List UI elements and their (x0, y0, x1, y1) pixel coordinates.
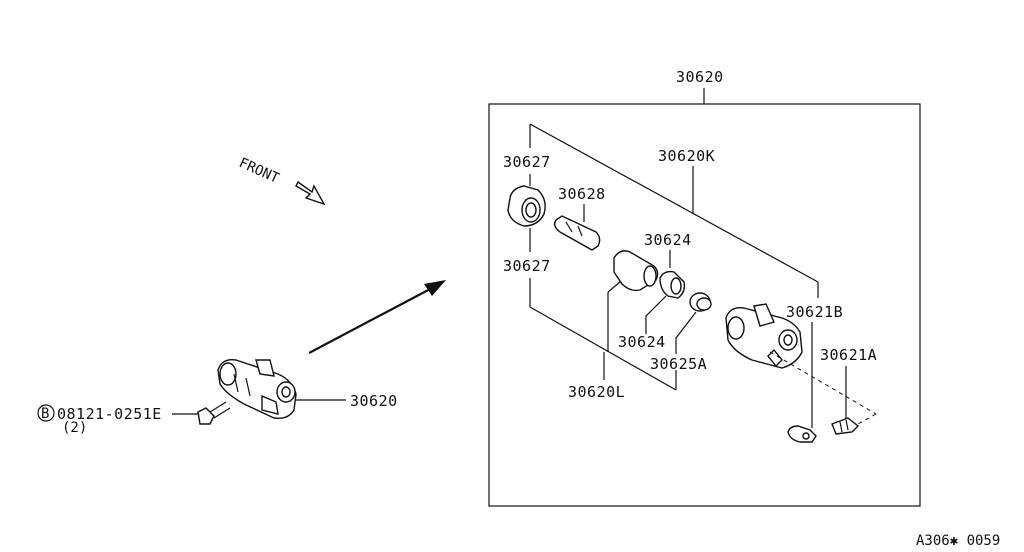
cup-seal-part (659, 270, 686, 299)
figure-code: A306✱ 0059 (916, 533, 1000, 547)
bolt-part (197, 401, 231, 425)
bleeder-cap-part (831, 417, 860, 435)
install-dash-2 (857, 413, 877, 425)
label-bolt: 08121-0251E (57, 405, 162, 423)
leader-cup-lower (645, 295, 667, 334)
label-bleeder: 30621B (786, 303, 843, 321)
label-kit-k: 30620K (658, 147, 715, 165)
spring-part (689, 292, 712, 312)
leader-spring (675, 311, 697, 354)
bolt-symbol-circle (37, 404, 55, 422)
label-cup-upper: 30624 (644, 231, 692, 249)
label-kit-l: 30620L (568, 383, 625, 401)
push-rod-part (553, 215, 601, 251)
bleeder-part (787, 425, 817, 443)
piston-part (613, 250, 659, 292)
explode-arrow-shaft (308, 287, 433, 354)
label-bolt-qty: (2) (62, 420, 87, 436)
label-cup-lower: 30624 (618, 333, 666, 351)
bolt-symbol: B (41, 406, 49, 422)
label-assembly-left: 30620 (350, 392, 398, 410)
leader-piston-tip (607, 281, 621, 293)
kit-line-lower (529, 306, 677, 391)
label-spring: 30625A (650, 355, 707, 373)
assembled-cylinder-part (217, 359, 297, 420)
label-boot-upper: 30627 (503, 153, 551, 171)
explode-arrow-head (424, 280, 446, 296)
label-bleeder-cap: 30621A (820, 346, 877, 364)
label-assembly-top: 30620 (676, 68, 724, 86)
boot-part (507, 185, 546, 227)
front-arrow-icon (295, 180, 326, 206)
cylinder-body-part (725, 303, 803, 369)
label-boot-lower: 30627 (503, 257, 551, 275)
label-front: FRONT (236, 155, 282, 187)
kit-line-upper (529, 123, 819, 283)
label-push-rod: 30628 (558, 185, 606, 203)
